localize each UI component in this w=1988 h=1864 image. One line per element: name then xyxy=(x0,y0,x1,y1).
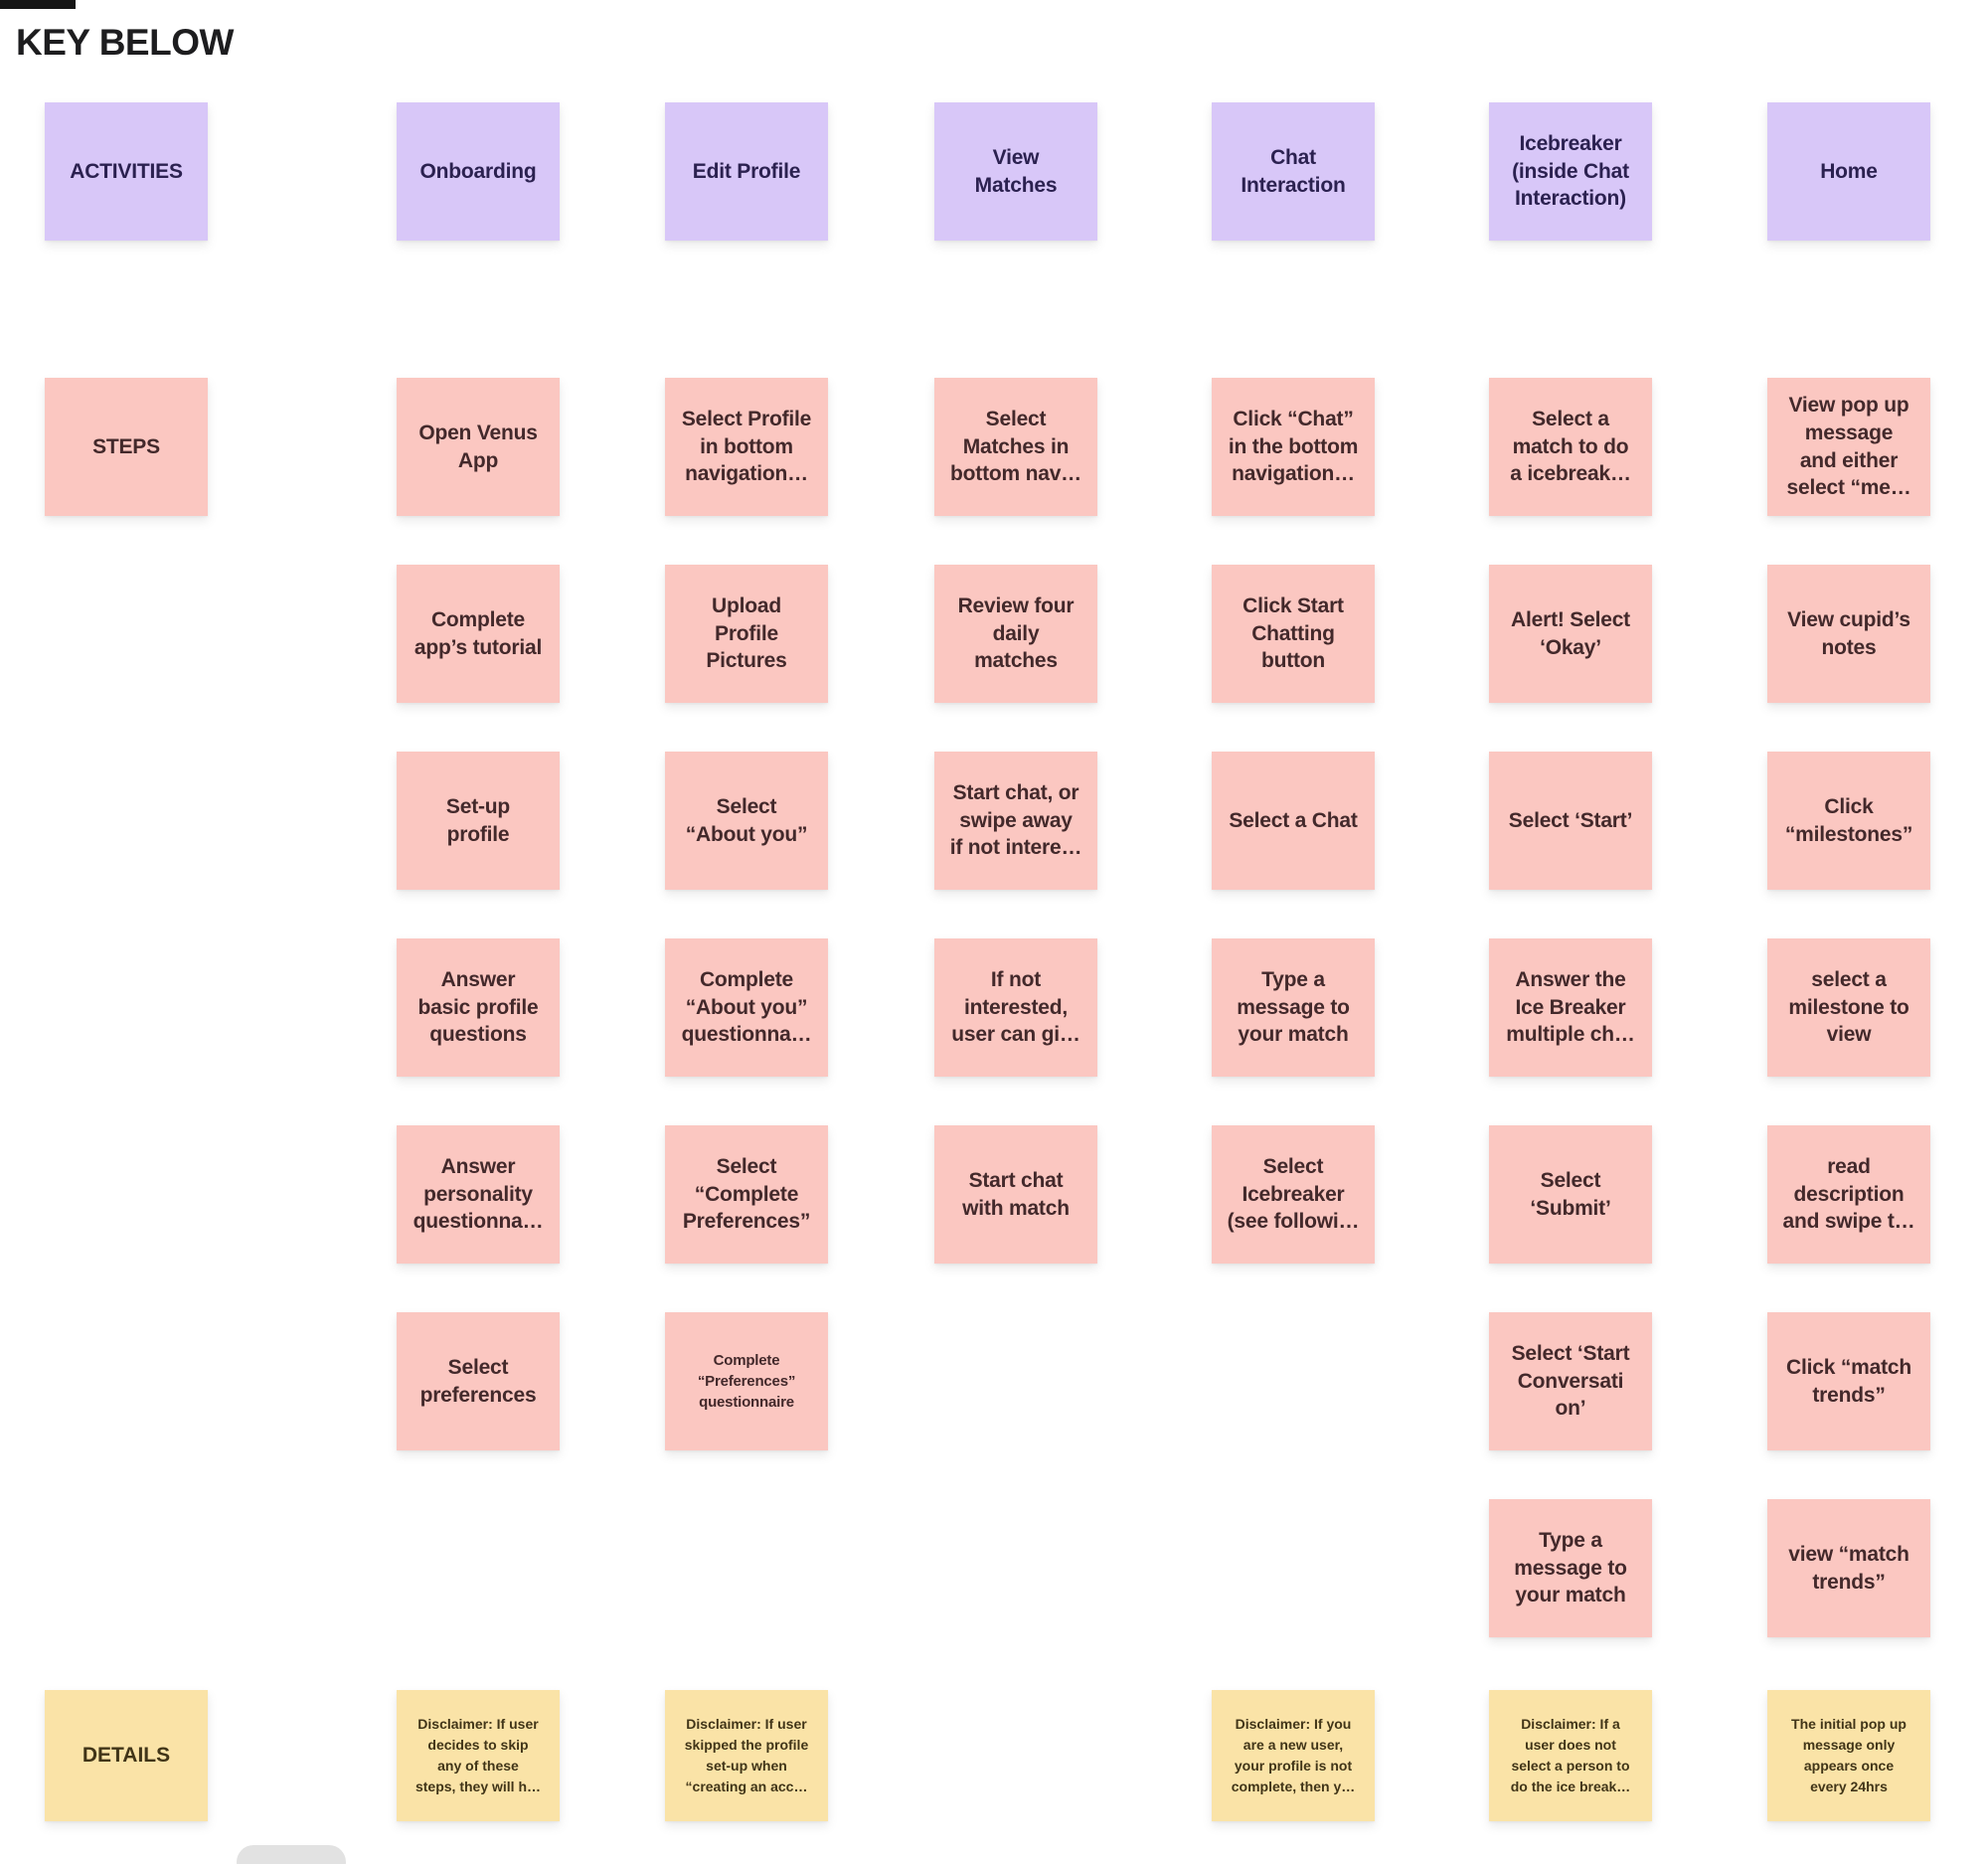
step-note-chat-interaction-3[interactable]: Select a Chat xyxy=(1212,752,1375,890)
step-note-edit-profile-4[interactable]: Complete “About you” questionna… xyxy=(665,938,828,1077)
step-note-icebreaker-6[interactable]: Select ‘Start Conversati on’ xyxy=(1489,1312,1652,1450)
step-note-onboarding-1[interactable]: Open Venus App xyxy=(397,378,560,516)
step-note-edit-profile-1[interactable]: Select Profile in bottom navigation… xyxy=(665,378,828,516)
steps-key-note[interactable]: STEPS xyxy=(45,378,208,516)
step-note-home-1[interactable]: View pop up message and either select “m… xyxy=(1767,378,1930,516)
step-note-home-5[interactable]: read description and swipe t… xyxy=(1767,1125,1930,1264)
activity-note-onboarding[interactable]: Onboarding xyxy=(397,102,560,241)
activity-note-edit-profile[interactable]: Edit Profile xyxy=(665,102,828,241)
step-note-chat-interaction-4[interactable]: Type a message to your match xyxy=(1212,938,1375,1077)
detail-note-icebreaker[interactable]: Disclaimer: If a user does not select a … xyxy=(1489,1690,1652,1821)
step-note-onboarding-2[interactable]: Complete app’s tutorial xyxy=(397,565,560,703)
step-note-edit-profile-3[interactable]: Select “About you” xyxy=(665,752,828,890)
step-note-edit-profile-2[interactable]: Upload Profile Pictures xyxy=(665,565,828,703)
key-below-title[interactable]: KEY BELOW xyxy=(16,22,234,63)
activity-note-view-matches[interactable]: View Matches xyxy=(934,102,1097,241)
step-note-icebreaker-7[interactable]: Type a message to your match xyxy=(1489,1499,1652,1637)
step-note-onboarding-5[interactable]: Answer personality questionna… xyxy=(397,1125,560,1264)
step-note-edit-profile-6[interactable]: Complete “Preferences” questionnaire xyxy=(665,1312,828,1450)
step-note-home-2[interactable]: View cupid’s notes xyxy=(1767,565,1930,703)
activities-key-note[interactable]: ACTIVITIES xyxy=(45,102,208,241)
detail-note-edit-profile[interactable]: Disclaimer: If user skipped the profile … xyxy=(665,1690,828,1821)
step-note-icebreaker-4[interactable]: Answer the Ice Breaker multiple ch… xyxy=(1489,938,1652,1077)
step-note-home-7[interactable]: view “match trends” xyxy=(1767,1499,1930,1637)
step-note-view-matches-5[interactable]: Start chat with match xyxy=(934,1125,1097,1264)
step-note-icebreaker-5[interactable]: Select ‘Submit’ xyxy=(1489,1125,1652,1264)
step-note-icebreaker-3[interactable]: Select ‘Start’ xyxy=(1489,752,1652,890)
canvas-black-bar-fragment xyxy=(0,0,76,9)
step-note-chat-interaction-2[interactable]: Click Start Chatting button xyxy=(1212,565,1375,703)
step-note-view-matches-4[interactable]: If not interested, user can gi… xyxy=(934,938,1097,1077)
step-note-icebreaker-1[interactable]: Select a match to do a icebreak… xyxy=(1489,378,1652,516)
step-note-edit-profile-5[interactable]: Select “Complete Preferences” xyxy=(665,1125,828,1264)
step-note-chat-interaction-5[interactable]: Select Icebreaker (see followi… xyxy=(1212,1125,1375,1264)
step-note-home-3[interactable]: Click “milestones” xyxy=(1767,752,1930,890)
step-note-view-matches-3[interactable]: Start chat, or swipe away if not intere… xyxy=(934,752,1097,890)
canvas-gray-pill-fragment xyxy=(237,1845,346,1864)
step-note-onboarding-3[interactable]: Set-up profile xyxy=(397,752,560,890)
step-note-home-6[interactable]: Click “match trends” xyxy=(1767,1312,1930,1450)
step-note-view-matches-1[interactable]: Select Matches in bottom nav… xyxy=(934,378,1097,516)
detail-note-chat-interaction[interactable]: Disclaimer: If you are a new user, your … xyxy=(1212,1690,1375,1821)
step-note-chat-interaction-1[interactable]: Click “Chat” in the bottom navigation… xyxy=(1212,378,1375,516)
step-note-home-4[interactable]: select a milestone to view xyxy=(1767,938,1930,1077)
activity-note-icebreaker[interactable]: Icebreaker (inside Chat Interaction) xyxy=(1489,102,1652,241)
step-note-icebreaker-2[interactable]: Alert! Select ‘Okay’ xyxy=(1489,565,1652,703)
details-key-note[interactable]: DETAILS xyxy=(45,1690,208,1821)
activity-note-chat-interaction[interactable]: Chat Interaction xyxy=(1212,102,1375,241)
step-note-view-matches-2[interactable]: Review four daily matches xyxy=(934,565,1097,703)
step-note-onboarding-4[interactable]: Answer basic profile questions xyxy=(397,938,560,1077)
detail-note-onboarding[interactable]: Disclaimer: If user decides to skip any … xyxy=(397,1690,560,1821)
step-note-onboarding-6[interactable]: Select preferences xyxy=(397,1312,560,1450)
detail-note-home[interactable]: The initial pop up message only appears … xyxy=(1767,1690,1930,1821)
activity-note-home[interactable]: Home xyxy=(1767,102,1930,241)
